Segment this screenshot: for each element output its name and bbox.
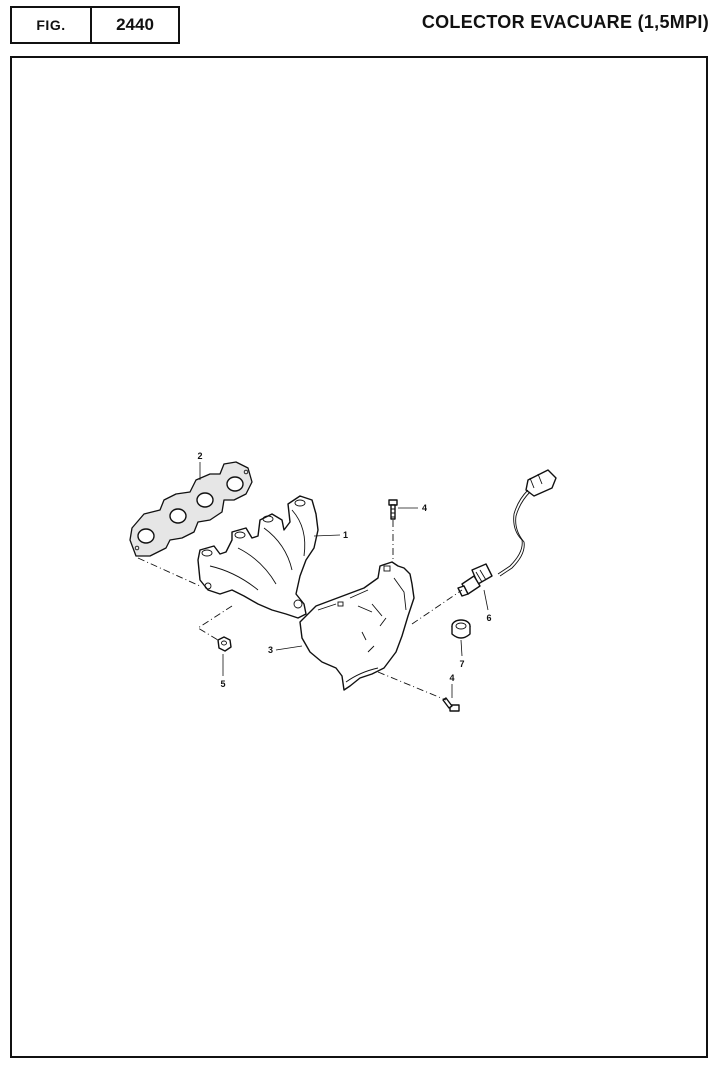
callout-2: 2 — [197, 451, 202, 461]
callout-1: 1 — [343, 530, 348, 540]
callout-5: 5 — [220, 679, 225, 689]
heat-shield — [299, 561, 415, 691]
assembly-centerlines — [137, 520, 463, 701]
page-title: COLECTOR EVACUARE (1,5MPI) — [421, 12, 709, 32]
figure-number: 2440 — [116, 15, 154, 34]
leader-lines — [199, 462, 489, 698]
callout-7: 7 — [459, 659, 464, 669]
callout-3: 3 — [268, 645, 273, 655]
callout-6: 6 — [486, 613, 491, 623]
exhaust-manifold-gasket — [129, 461, 253, 557]
callout-4-upper: 4 — [422, 503, 427, 513]
oxygen-sensor — [457, 469, 557, 597]
plug — [451, 619, 471, 639]
callout-4-lower: 4 — [449, 673, 454, 683]
figure-label: FIG. — [12, 8, 92, 42]
nut — [217, 636, 232, 652]
figure-id-box: FIG. 2440 — [10, 6, 180, 44]
bolt-upper — [388, 499, 398, 520]
diagram-frame — [10, 56, 708, 1058]
exhaust-manifold — [197, 495, 319, 619]
